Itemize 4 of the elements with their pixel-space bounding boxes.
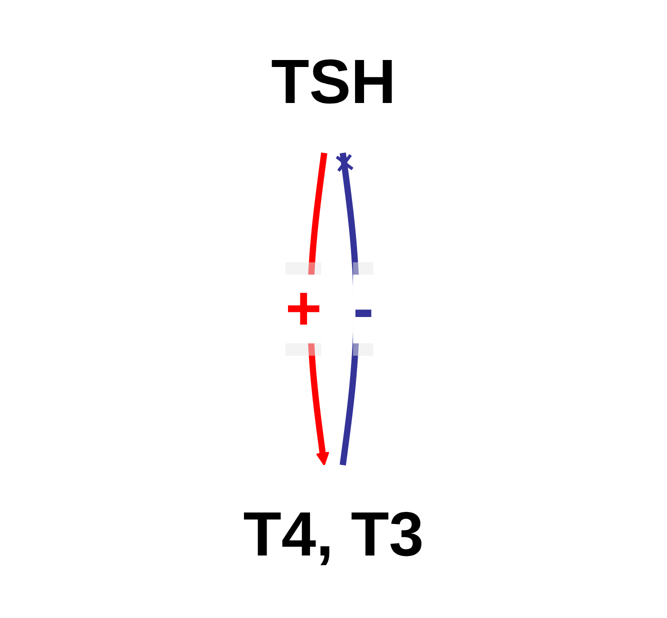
- edge-label: +: [285, 274, 322, 344]
- node-text: TSH: [271, 48, 396, 118]
- node-text: T4, T3: [243, 500, 424, 570]
- edge-label: -: [353, 274, 374, 344]
